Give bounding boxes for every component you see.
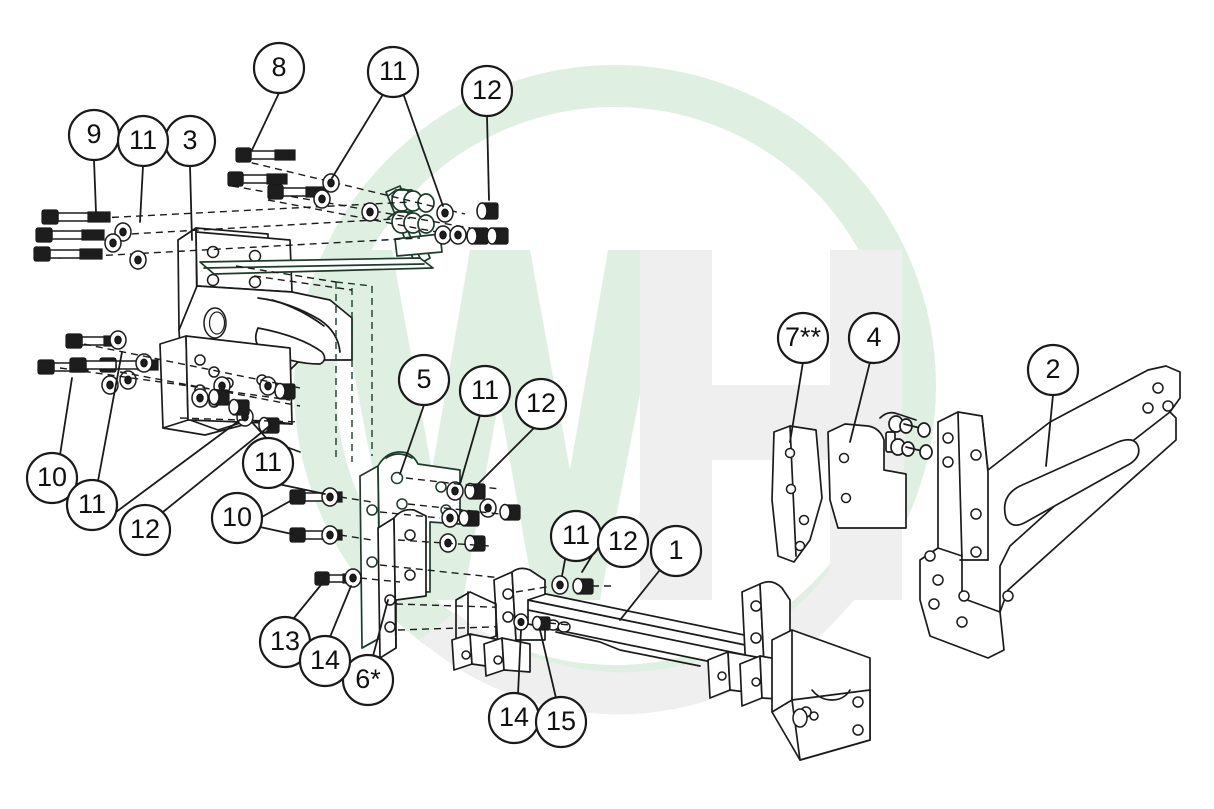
callout-bubble[interactable] xyxy=(116,114,170,168)
callout-label: 12 xyxy=(130,514,160,544)
part-4-hinge-bosses xyxy=(879,411,933,460)
callout-14[interactable]: 14 xyxy=(298,634,352,688)
callout-label: 11 xyxy=(379,56,407,86)
callout-label: 2 xyxy=(1045,354,1060,384)
callout-label: 1 xyxy=(668,535,683,565)
callout-label: 6* xyxy=(355,664,381,694)
callout-label: 15 xyxy=(546,706,576,736)
callout-bubble[interactable] xyxy=(649,524,703,578)
callout-15[interactable]: 15 xyxy=(534,695,588,749)
callout-bubble[interactable] xyxy=(514,377,568,431)
part-9-bolts xyxy=(33,209,111,262)
callout-bubble[interactable] xyxy=(118,503,172,557)
callout-6star[interactable]: 6* xyxy=(341,653,395,707)
part-3-clevis-pins xyxy=(387,188,435,234)
callout-bubble[interactable] xyxy=(1026,343,1080,397)
callout-label: 14 xyxy=(310,645,340,675)
callout-bubble[interactable] xyxy=(65,478,119,532)
callout-label: 12 xyxy=(608,526,638,556)
callout-bubble[interactable] xyxy=(534,695,588,749)
callout-7starstar[interactable]: 7** xyxy=(776,311,830,365)
callout-11[interactable]: 11 xyxy=(366,45,420,99)
part-8-bolts xyxy=(227,147,327,200)
hidden-outline-box xyxy=(235,265,373,462)
callout-label: 12 xyxy=(526,388,556,418)
part-4-pivot-plate xyxy=(827,411,933,529)
callout-3[interactable]: 3 xyxy=(163,114,217,168)
callout-11[interactable]: 11 xyxy=(65,478,119,532)
callout-bubble[interactable] xyxy=(776,311,830,365)
part-14-15-hardware-beam xyxy=(513,613,571,631)
callout-bubble[interactable] xyxy=(298,634,352,688)
callout-label: 10 xyxy=(222,502,252,532)
callout-bubble[interactable] xyxy=(458,364,512,418)
callout-1[interactable]: 1 xyxy=(649,524,703,578)
callout-2[interactable]: 2 xyxy=(1026,343,1080,397)
callout-label: 11 xyxy=(471,375,499,405)
part-7-shim-plate xyxy=(771,425,823,563)
callout-12[interactable]: 12 xyxy=(514,377,568,431)
callout-label: 11 xyxy=(254,447,282,477)
callout-bubble[interactable] xyxy=(241,436,295,490)
callout-10[interactable]: 10 xyxy=(210,491,264,545)
callout-11[interactable]: 11 xyxy=(116,114,170,168)
callout-label: 4 xyxy=(866,322,881,352)
part-1-main-crossbeam xyxy=(451,567,871,761)
callout-9[interactable]: 9 xyxy=(67,108,121,162)
callout-5[interactable]: 5 xyxy=(397,353,451,407)
callout-label: 11 xyxy=(562,520,590,550)
callout-label: 11 xyxy=(78,489,106,519)
callout-12[interactable]: 12 xyxy=(118,503,172,557)
callout-12[interactable]: 12 xyxy=(460,64,514,118)
callout-label: 11 xyxy=(129,125,157,155)
callout-11[interactable]: 11 xyxy=(549,509,603,563)
callout-bubble[interactable] xyxy=(847,311,901,365)
callout-bubble[interactable] xyxy=(25,451,79,505)
part-3-left-main-bracket xyxy=(159,185,443,453)
callout-11[interactable]: 11 xyxy=(241,436,295,490)
part-2-right-bracket xyxy=(919,365,1181,659)
callout-14[interactable]: 14 xyxy=(487,691,541,745)
callout-11[interactable]: 11 xyxy=(458,364,512,418)
callout-bubble[interactable] xyxy=(341,653,395,707)
callout-label: 10 xyxy=(37,462,67,492)
callout-4[interactable]: 4 xyxy=(847,311,901,365)
part-12-nuts-center xyxy=(458,482,521,552)
part-11-washers-upper-mid xyxy=(313,173,467,245)
part-11-washers-upper-left xyxy=(104,222,147,270)
callout-13[interactable]: 13 xyxy=(258,615,312,669)
callout-bubble[interactable] xyxy=(397,353,451,407)
callout-label: 9 xyxy=(86,119,101,149)
callout-label: 7** xyxy=(785,322,822,352)
callout-10[interactable]: 10 xyxy=(25,451,79,505)
callout-label: 5 xyxy=(416,364,431,394)
callout-bubble[interactable] xyxy=(460,64,514,118)
callout-label: 12 xyxy=(472,75,502,105)
callout-12[interactable]: 12 xyxy=(596,515,650,569)
callout-bubble[interactable] xyxy=(366,45,420,99)
part-12-nuts-upper xyxy=(466,202,509,245)
part-11-12-hardware-beam xyxy=(515,575,614,595)
callout-label: 13 xyxy=(270,626,300,656)
callout-label: 3 xyxy=(182,125,197,155)
part-11-washers-midleft xyxy=(101,330,277,427)
callout-bubble[interactable] xyxy=(210,491,264,545)
part-6-spacer-plate xyxy=(377,508,427,659)
callout-bubble[interactable] xyxy=(596,515,650,569)
callout-8[interactable]: 8 xyxy=(252,41,306,95)
part-11-washers-center xyxy=(321,481,497,588)
callout-label: 8 xyxy=(271,52,286,82)
callout-bubble[interactable] xyxy=(252,41,306,95)
callout-label: 14 xyxy=(499,702,529,732)
